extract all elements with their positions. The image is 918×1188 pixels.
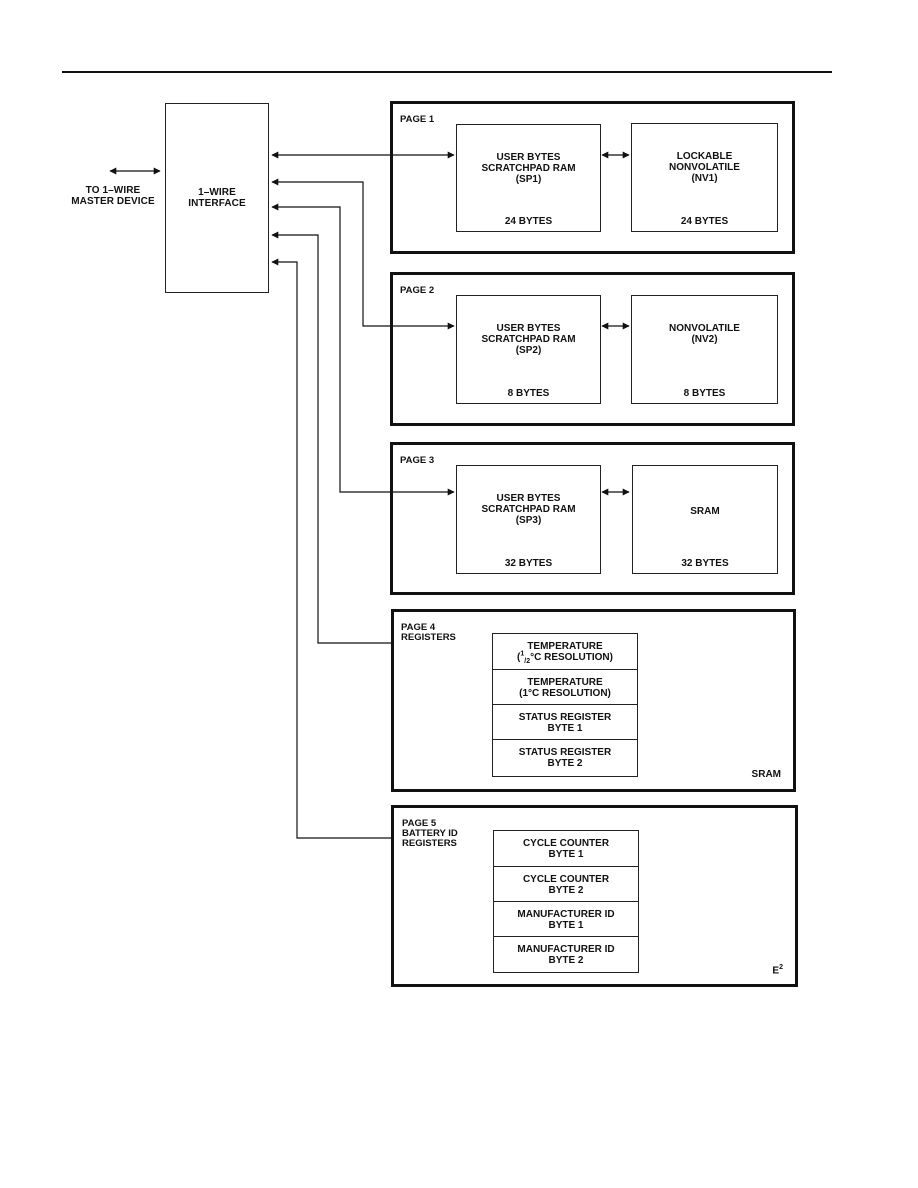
- page5-block: PAGE 5 BATTERY ID REGISTERS CYCLE COUNTE…: [391, 805, 798, 987]
- page4-memory-type: SRAM: [751, 769, 781, 780]
- register-line1: STATUS REGISTER: [518, 711, 612, 723]
- page2-scratchpad-block: USER BYTES SCRATCHPAD RAM (SP2) 8 BYTES: [456, 295, 601, 404]
- register-line1: TEMPERATURE: [527, 640, 603, 652]
- register-manufacturer-id-byte1: MANUFACTURER ID BYTE 1: [494, 901, 638, 937]
- register-status-byte2: STATUS REGISTER BYTE 2: [493, 739, 637, 775]
- page4-block: PAGE 4 REGISTERS TEMPERATURE (1/2°C RESO…: [391, 609, 796, 792]
- register-line1: STATUS REGISTER: [518, 746, 612, 758]
- page3-scratchpad-block: USER BYTES SCRATCHPAD RAM (SP3) 32 BYTES: [456, 465, 601, 574]
- page2-scratchpad-name: USER BYTES SCRATCHPAD RAM (SP2): [481, 323, 576, 356]
- register-line1: CYCLE COUNTER: [522, 873, 610, 885]
- register-line2: BYTE 2: [547, 757, 583, 769]
- page4-bus-arrow: [271, 231, 391, 644]
- register-line2: (1/2°C RESOLUTION): [517, 650, 613, 665]
- register-manufacturer-id-byte2: MANUFACTURER ID BYTE 2: [494, 936, 638, 972]
- page3-sram-name: SRAM: [690, 506, 720, 517]
- register-line2: BYTE 1: [547, 722, 583, 734]
- page5-memory-type: E2: [772, 963, 783, 976]
- page1-scratchpad-block: USER BYTES SCRATCHPAD RAM (SP1) 24 BYTES: [456, 124, 601, 232]
- register-cycle-counter-byte1: CYCLE COUNTER BYTE 1: [494, 831, 638, 866]
- interface-label: 1–WIRE INTERFACE: [188, 187, 246, 209]
- page2-nv-name: NONVOLATILE (NV2): [669, 323, 740, 345]
- register-status-byte1: STATUS REGISTER BYTE 1: [493, 704, 637, 740]
- master-device-label: TO 1–WIRE MASTER DEVICE: [71, 185, 155, 207]
- register-line2: BYTE 1: [548, 919, 584, 931]
- register-line2: BYTE 2: [548, 884, 584, 896]
- register-temperature-one: TEMPERATURE (1°C RESOLUTION): [493, 669, 637, 705]
- page5-register-stack: CYCLE COUNTER BYTE 1 CYCLE COUNTER BYTE …: [493, 830, 639, 973]
- register-line1: MANUFACTURER ID: [517, 908, 615, 920]
- register-temperature-half: TEMPERATURE (1/2°C RESOLUTION): [493, 634, 637, 669]
- register-line2: BYTE 2: [548, 954, 584, 966]
- header-rule: [62, 71, 832, 73]
- page3-sram-block: SRAM 32 BYTES: [632, 465, 778, 574]
- page5-bus-arrow: [271, 258, 391, 839]
- page3-scratchpad-size: 32 BYTES: [504, 558, 553, 569]
- page2-block: PAGE 2 USER BYTES SCRATCHPAD RAM (SP2) 8…: [390, 272, 795, 426]
- page1-scratchpad-size: 24 BYTES: [504, 216, 553, 227]
- register-cycle-counter-byte2: CYCLE COUNTER BYTE 2: [494, 866, 638, 902]
- page3-block: PAGE 3 USER BYTES SCRATCHPAD RAM (SP3) 3…: [390, 442, 795, 595]
- page2-scratchpad-size: 8 BYTES: [507, 388, 550, 399]
- page4-register-stack: TEMPERATURE (1/2°C RESOLUTION) TEMPERATU…: [492, 633, 638, 777]
- page3-bus-arrow: [271, 203, 455, 496]
- page3-scratchpad-name: USER BYTES SCRATCHPAD RAM (SP3): [481, 493, 576, 526]
- register-line2: (1°C RESOLUTION): [519, 687, 611, 699]
- register-line1: CYCLE COUNTER: [522, 837, 610, 849]
- page5-title: PAGE 5 BATTERY ID REGISTERS: [402, 818, 458, 849]
- page2-nv-size: 8 BYTES: [683, 388, 726, 399]
- page3-sram-size: 32 BYTES: [681, 558, 729, 569]
- page1-nv-size: 24 BYTES: [680, 216, 729, 227]
- page2-title: PAGE 2: [400, 285, 435, 296]
- register-line2: BYTE 1: [548, 848, 584, 860]
- page1-scratchpad-name: USER BYTES SCRATCHPAD RAM (SP1): [481, 152, 576, 185]
- page4-title: PAGE 4 REGISTERS: [401, 622, 456, 643]
- page2-nv-block: NONVOLATILE (NV2) 8 BYTES: [631, 295, 778, 404]
- register-line1: MANUFACTURER ID: [517, 943, 615, 955]
- page1-nv-name: LOCKABLE NONVOLATILE (NV1): [669, 151, 740, 184]
- page1-block: PAGE 1 USER BYTES SCRATCHPAD RAM (SP1) 2…: [390, 101, 795, 254]
- page1-nv-block: LOCKABLE NONVOLATILE (NV1) 24 BYTES: [631, 123, 778, 232]
- register-line1: TEMPERATURE: [527, 676, 603, 688]
- page3-title: PAGE 3: [400, 455, 435, 466]
- page1-title: PAGE 1: [400, 114, 435, 125]
- one-wire-interface-block: 1–WIRE INTERFACE: [165, 103, 269, 293]
